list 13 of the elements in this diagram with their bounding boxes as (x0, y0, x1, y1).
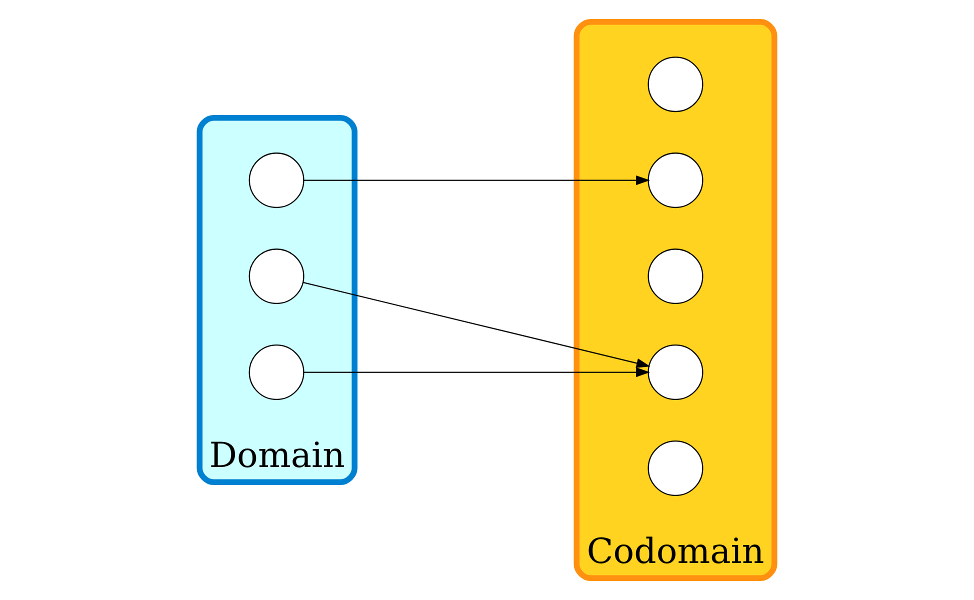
node-circle (648, 440, 704, 496)
node-circle (648, 152, 704, 208)
arrow (304, 367, 650, 378)
node-circle (648, 248, 704, 304)
cluster: Domain (196, 114, 358, 486)
node-circle (648, 344, 704, 400)
node-circle (648, 56, 704, 112)
cluster: Codomain (574, 18, 778, 582)
node-circle (248, 248, 304, 304)
node-circle (248, 344, 304, 400)
node-circle (248, 152, 304, 208)
arrow (302, 282, 650, 368)
arrow (304, 175, 650, 186)
